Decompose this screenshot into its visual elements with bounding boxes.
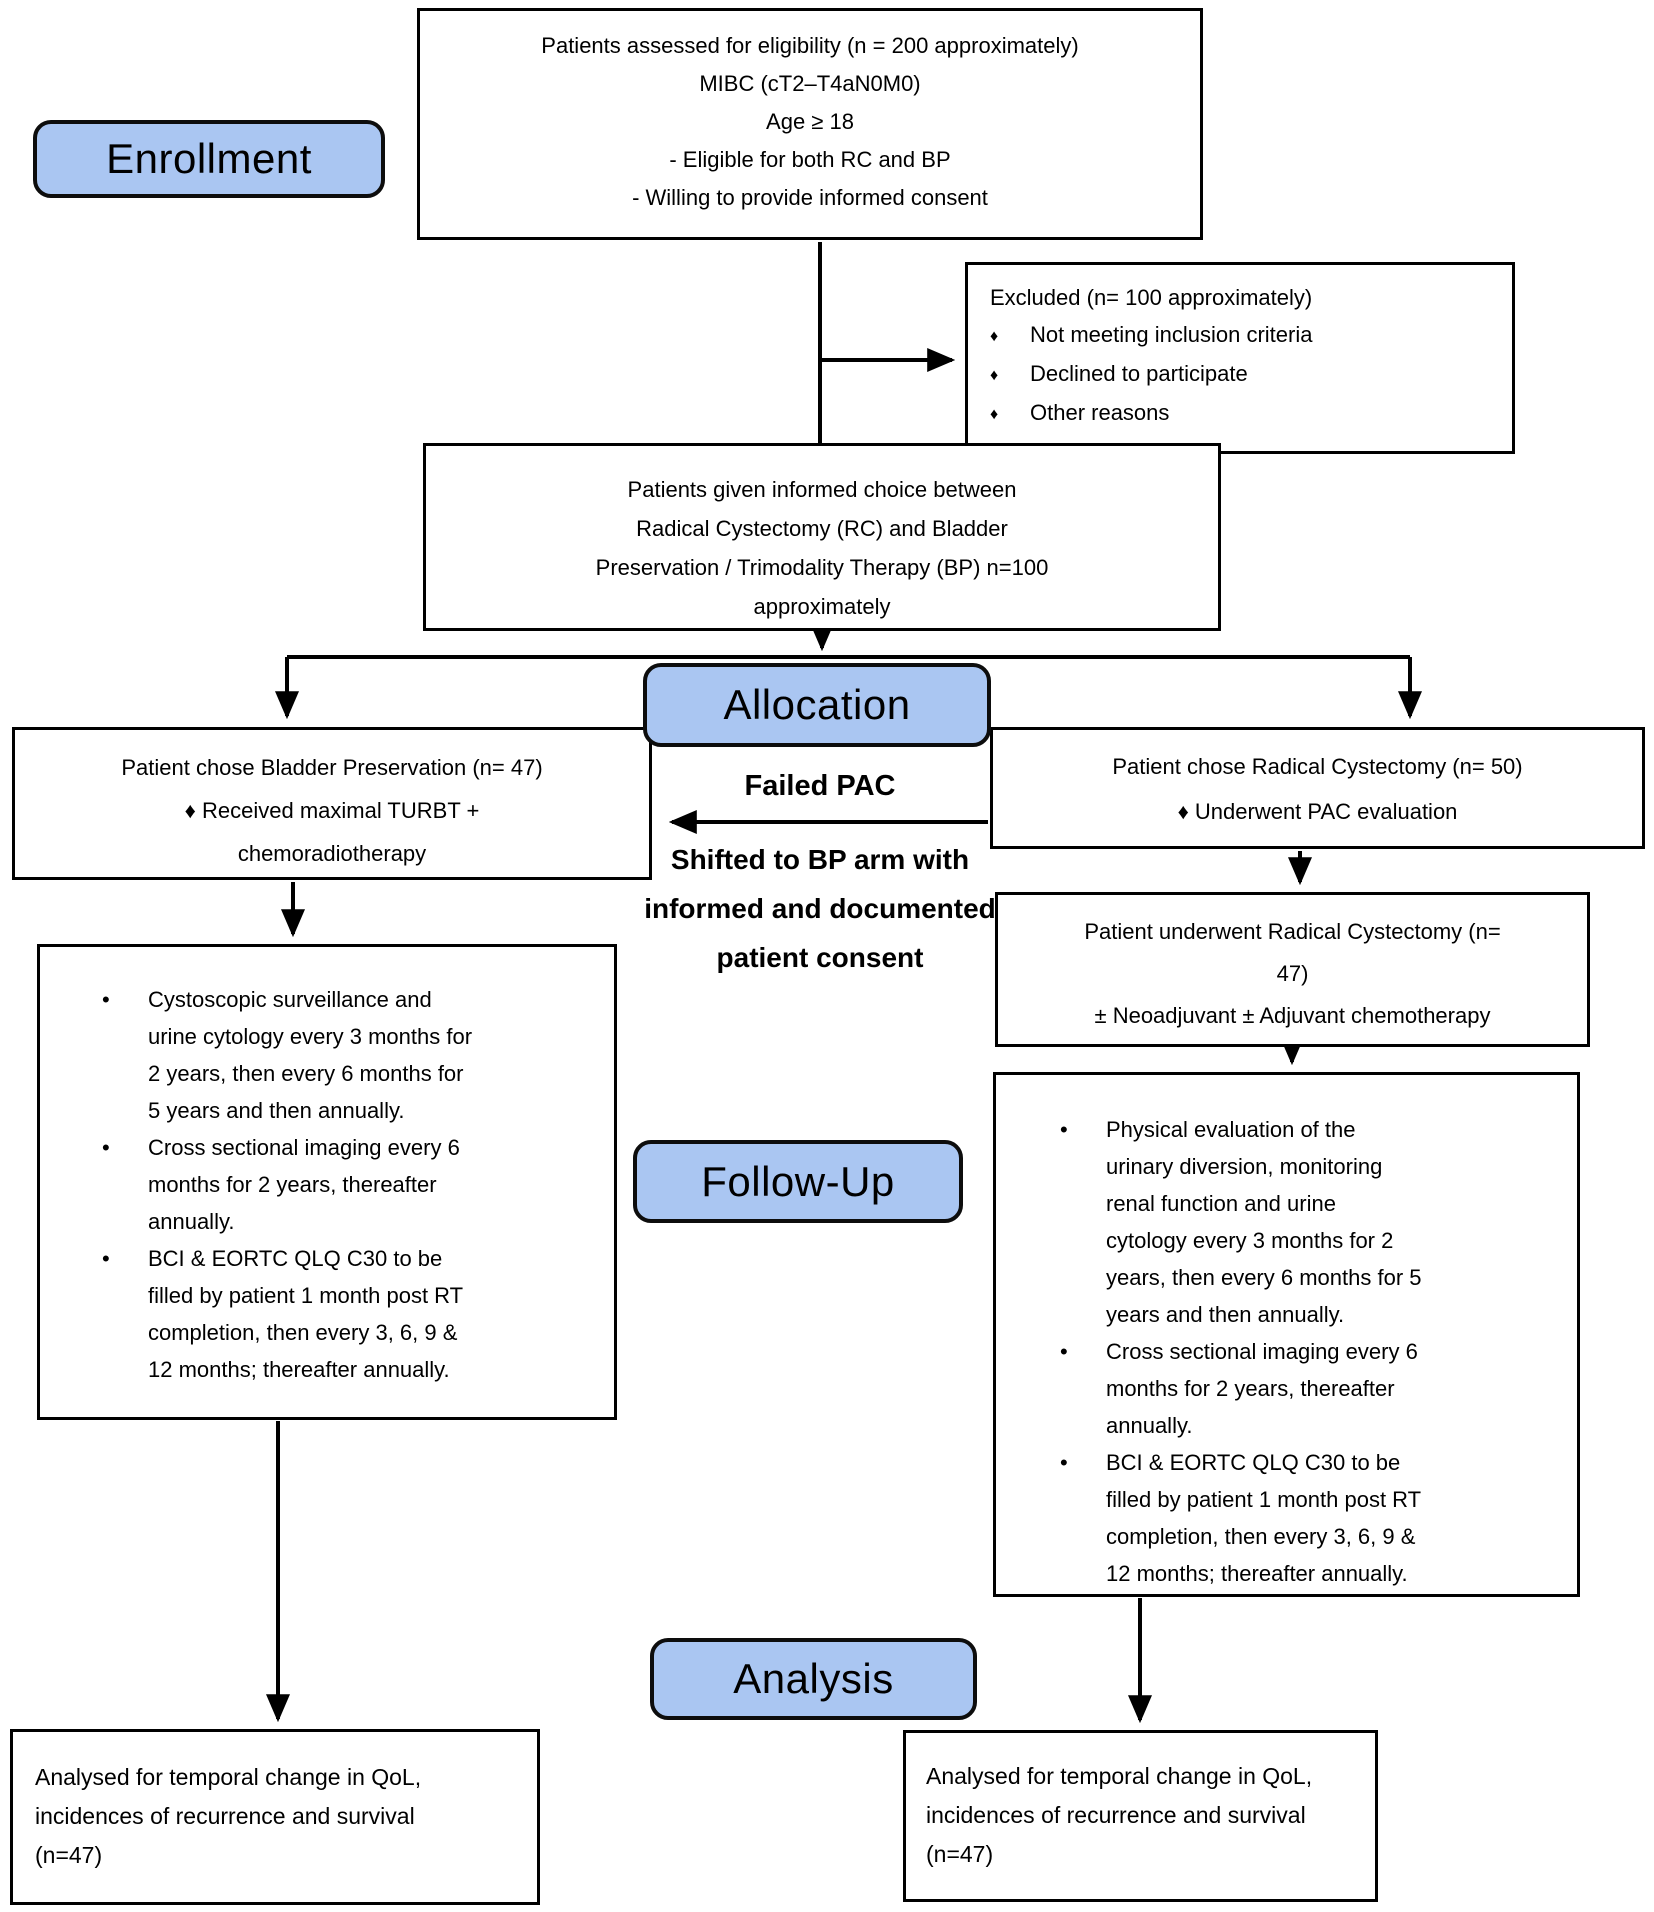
list-item: • Physical evaluation of the urinary div… (1060, 1111, 1559, 1333)
list-item-text: Cystoscopic surveillance and urine cytol… (148, 987, 473, 1123)
stage-label-enrollment: Enrollment (33, 120, 385, 198)
failed-pac-note: Shifted to BP arm with informed and docu… (644, 844, 996, 973)
round-bullet-icon: • (102, 1135, 110, 1160)
list-item-text: Not meeting inclusion criteria (1030, 322, 1313, 347)
list-item-text: Physical evaluation of the urinary diver… (1106, 1117, 1422, 1327)
list-item-text: Cross sectional imaging every 6 months f… (1106, 1339, 1418, 1438)
list-item: • Cross sectional imaging every 6 months… (1060, 1333, 1559, 1444)
stage-label-analysis-text: Analysis (733, 1655, 894, 1702)
round-bullet-icon: • (102, 987, 110, 1012)
rc-followup-box: • Physical evaluation of the urinary div… (993, 1072, 1580, 1597)
failed-pac-label: Failed PAC (744, 770, 896, 802)
bp-followup-box: • Cystoscopic surveillance and urine cyt… (37, 944, 617, 1420)
stage-label-analysis: Analysis (650, 1638, 977, 1720)
list-item-text: Cross sectional imaging every 6 months f… (148, 1135, 460, 1234)
excluded-title: Excluded (n= 100 approximately) (990, 285, 1313, 310)
round-bullet-icon: • (1060, 1339, 1068, 1364)
diamond-bullet-icon: ♦ (990, 328, 999, 345)
rc-surgery-box: Patient underwent Radical Cystectomy (n=… (995, 892, 1590, 1047)
bp-analysis-box: Analysed for temporal change in QoL, inc… (10, 1729, 540, 1905)
round-bullet-icon: • (1060, 1117, 1068, 1142)
list-item: • BCI & EORTC QLQ C30 to be filled by pa… (1060, 1444, 1559, 1592)
round-bullet-icon: • (1060, 1450, 1068, 1475)
round-bullet-icon: • (102, 1246, 110, 1271)
stage-label-followup: Follow-Up (633, 1140, 963, 1223)
list-item-text: BCI & EORTC QLQ C30 to be filled by pati… (1106, 1450, 1422, 1586)
diamond-bullet-icon: ♦ (990, 367, 999, 384)
failed-pac-annotation: Failed PAC Shifted to BP arm with inform… (633, 770, 1007, 982)
stage-label-allocation-text: Allocation (723, 681, 911, 728)
diamond-bullet-icon: ♦ (990, 406, 999, 423)
stage-label-followup-text: Follow-Up (701, 1157, 895, 1205)
excluded-box: Excluded (n= 100 approximately) ♦ Not me… (965, 262, 1515, 454)
informed-choice-box: Patients given informed choice between R… (423, 443, 1221, 631)
list-item: • Cross sectional imaging every 6 months… (102, 1129, 594, 1240)
list-item-text: Declined to participate (1030, 361, 1248, 386)
list-item: ♦ Other reasons (990, 394, 1492, 433)
list-item-text: Other reasons (1030, 400, 1170, 425)
stage-label-enrollment-text: Enrollment (106, 135, 312, 182)
rc-arm-box: Patient chose Radical Cystectomy (n= 50)… (990, 727, 1645, 849)
stage-label-allocation: Allocation (643, 663, 991, 747)
list-item-text: BCI & EORTC QLQ C30 to be filled by pati… (148, 1246, 464, 1382)
list-item: • Cystoscopic surveillance and urine cyt… (102, 981, 594, 1129)
bp-arm-box: Patient chose Bladder Preservation (n= 4… (12, 727, 652, 880)
rc-analysis-box: Analysed for temporal change in QoL, inc… (903, 1730, 1378, 1902)
eligibility-box: Patients assessed for eligibility (n = 2… (417, 8, 1203, 240)
list-item: • BCI & EORTC QLQ C30 to be filled by pa… (102, 1240, 594, 1388)
list-item: ♦ Declined to participate (990, 355, 1492, 394)
list-item: ♦ Not meeting inclusion criteria (990, 316, 1492, 355)
